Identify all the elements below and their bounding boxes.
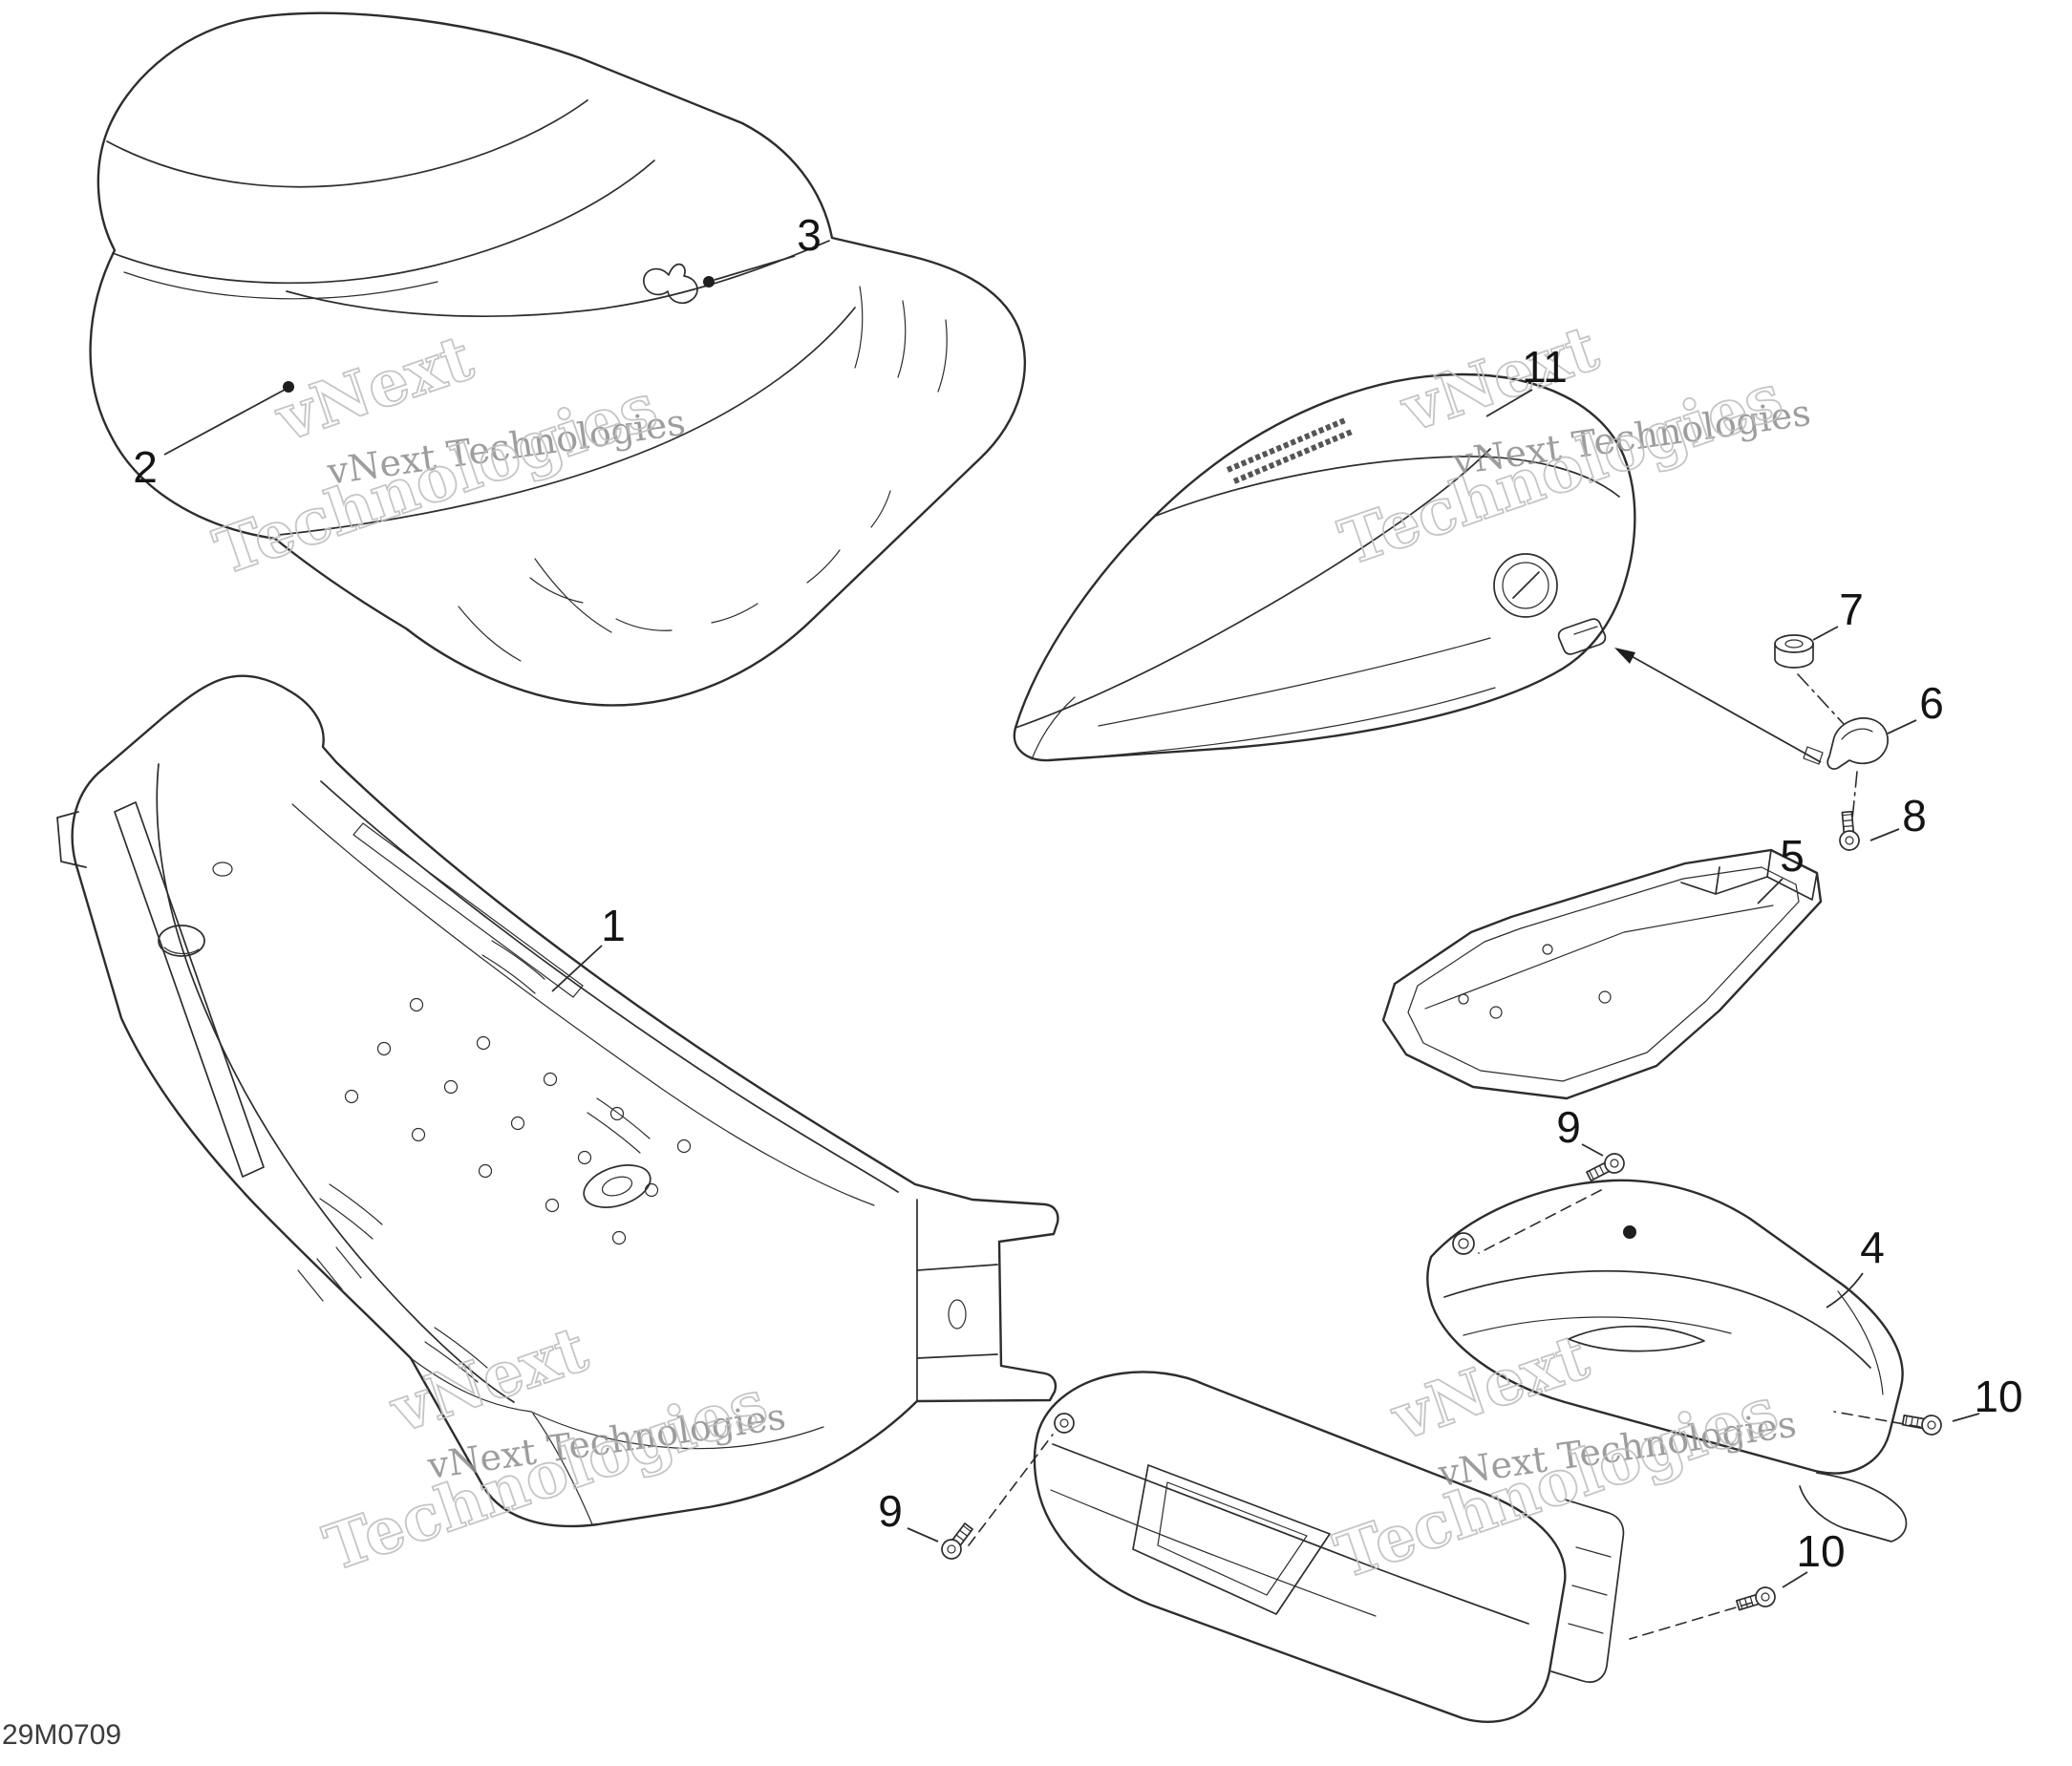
fuel-cap-icon	[1493, 553, 1558, 618]
rivet-dots	[344, 997, 692, 1245]
callout-9a: 9	[1556, 1102, 1581, 1152]
leader-line-8	[1869, 828, 1900, 841]
hardware-latch	[1826, 717, 1889, 770]
callout-7: 7	[1839, 585, 1864, 634]
callout-layer: 1 2 3 4 5 6 7 8 9 9 10 10 11	[133, 210, 2023, 1588]
part-seat-emblem	[643, 263, 698, 304]
cover-latch-slot	[1557, 618, 1607, 655]
hardware-screw-10a	[1900, 1410, 1944, 1437]
callout-10a: 10	[1974, 1372, 2022, 1421]
leader-line-3	[714, 255, 796, 281]
callout-4: 4	[1860, 1223, 1885, 1272]
leader-line-5	[1757, 878, 1784, 904]
part-seat	[89, 11, 1026, 707]
callout-2: 2	[133, 442, 158, 492]
hardware-screw-10b	[1734, 1584, 1779, 1616]
vent-slots	[319, 940, 651, 1383]
latch-receiver-detail	[583, 1164, 652, 1208]
leader-line-6	[1887, 719, 1917, 734]
callout-6: 6	[1919, 678, 1944, 728]
callout-8: 8	[1902, 791, 1927, 840]
part-side-panel-upper	[1426, 1179, 1908, 1543]
callout-10b: 10	[1796, 1526, 1845, 1576]
callout-1: 1	[601, 901, 626, 950]
latch-pointer	[1614, 648, 1822, 763]
callout-11: 11	[1522, 342, 1568, 392]
diagram-code: 29M0709	[2, 1719, 121, 1751]
leader-dot-2	[283, 381, 294, 393]
part-rear-cover	[1013, 372, 1636, 762]
leader-dot-3	[703, 276, 715, 287]
leader-line-9a	[1581, 1143, 1604, 1157]
leader-line-10a	[1952, 1413, 1980, 1422]
part-side-panel-lower	[1033, 1371, 1625, 1723]
leader-line-11	[1485, 389, 1533, 417]
leader-line-9b	[907, 1527, 939, 1543]
latch-striker-detail	[1803, 746, 1824, 765]
callout-5: 5	[1780, 831, 1805, 881]
hardware-screw-8	[1836, 810, 1861, 852]
callout-9b: 9	[878, 1486, 903, 1536]
part-storage-tray	[1381, 848, 1823, 1100]
hardware-nut	[1774, 634, 1814, 669]
warning-label-text	[1226, 417, 1354, 484]
alignment-lines	[968, 673, 1921, 1640]
part-seat-base	[56, 674, 1059, 1528]
callout-3: 3	[797, 210, 822, 260]
leader-line-4	[1826, 1272, 1864, 1309]
arrow-head-icon	[1614, 648, 1635, 664]
artwork-layer	[56, 11, 1944, 1723]
leader-line-2	[163, 389, 286, 456]
leader-line-7	[1812, 626, 1839, 641]
watermark-layer: vNext vNext Technologies Technologies vN…	[204, 309, 1813, 1594]
leader-line-1	[551, 945, 603, 992]
leader-line-10b	[1782, 1571, 1808, 1588]
